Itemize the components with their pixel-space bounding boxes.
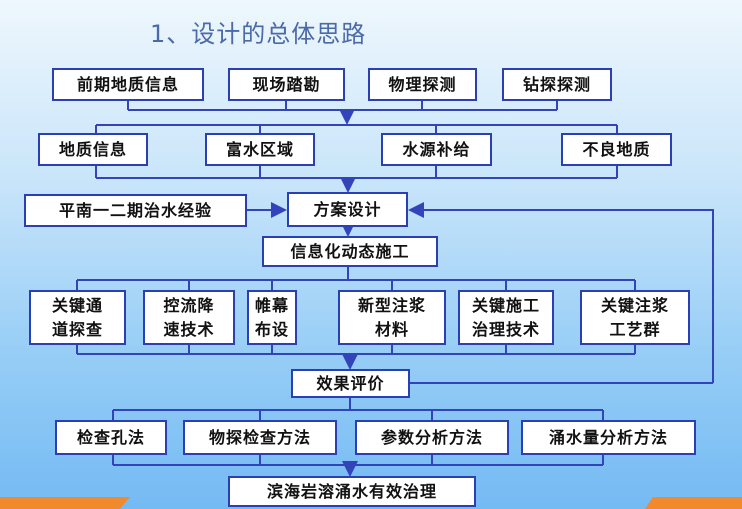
node-water-source: 水源补给 [381, 133, 492, 166]
node-scheme-design: 方案设计 [287, 192, 408, 227]
node-inflow-analysis: 涌水量分析方法 [521, 420, 696, 455]
node-geophysical: 物理探测 [368, 68, 477, 101]
node-drilling: 钻探探测 [502, 68, 612, 101]
decor-orange-right [645, 497, 742, 509]
node-water-rich-area: 富水区域 [205, 133, 315, 166]
node-flow-control: 控流降 速技术 [143, 290, 235, 345]
node-site-survey: 现场踏勘 [228, 68, 345, 101]
node-grout-material: 新型注浆 材料 [338, 290, 446, 345]
node-geophysical-check: 物探检查方法 [183, 420, 337, 455]
node-prior-geology: 前期地质信息 [52, 68, 204, 101]
node-curtain: 帷幕 布设 [247, 290, 297, 345]
node-parameter-analysis: 参数分析方法 [355, 420, 509, 455]
slide-title: 1、设计的总体思路 [150, 20, 367, 48]
decor-orange-left [0, 497, 130, 509]
node-construction-tech: 关键施工 治理技术 [458, 290, 554, 345]
node-grouting-process: 关键注浆 工艺群 [580, 290, 690, 345]
node-channel-detection: 关键通 道探查 [29, 290, 126, 345]
node-bad-geology: 不良地质 [561, 133, 672, 166]
node-experience: 平南一二期治水经验 [24, 194, 247, 227]
node-final-result: 滨海岩溶涌水有效治理 [228, 476, 476, 507]
node-geology-info: 地质信息 [38, 133, 148, 166]
node-evaluation: 效果评价 [291, 369, 410, 398]
node-check-hole: 检查孔法 [55, 420, 167, 455]
node-dynamic-construction: 信息化动态施工 [262, 236, 438, 267]
